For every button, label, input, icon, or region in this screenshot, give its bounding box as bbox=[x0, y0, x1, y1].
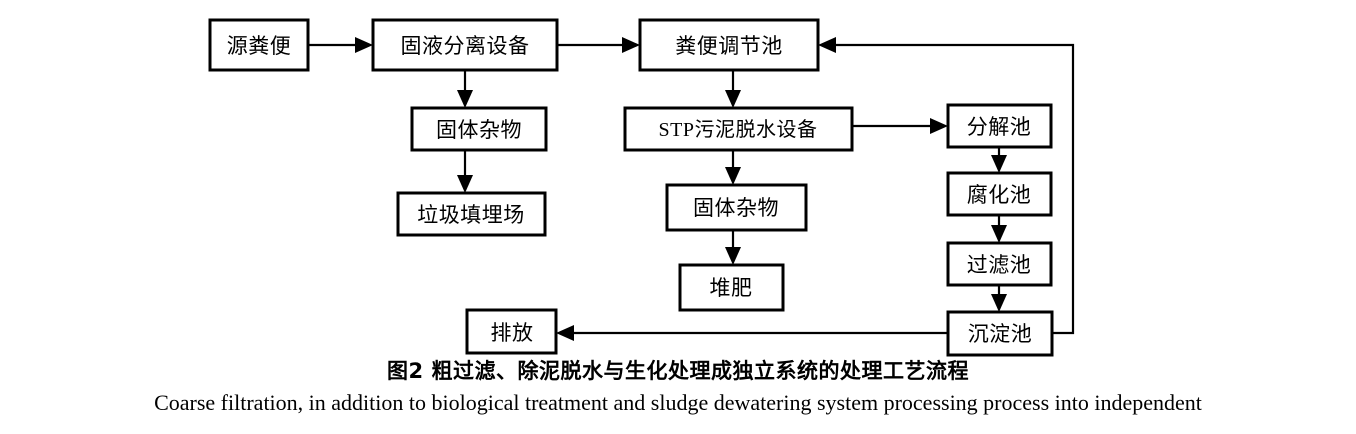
node-stp-sludge-dewatering[interactable]: STP污泥脱水设备 bbox=[623, 106, 854, 152]
node-source-manure-label: 源粪便 bbox=[227, 34, 292, 58]
edge-putrefaction-to-filtration bbox=[991, 215, 1007, 243]
edge-separator-to-solid-waste-left bbox=[457, 70, 473, 108]
node-stp-sludge-dewatering-label: STP污泥脱水设备 bbox=[659, 118, 818, 141]
edge-decomposition-to-putrefaction bbox=[991, 147, 1007, 173]
edge-sedimentation-to-discharge bbox=[556, 325, 948, 341]
node-solid-waste-middle-label: 固体杂物 bbox=[693, 196, 779, 220]
node-discharge[interactable]: 排放 bbox=[465, 308, 558, 355]
node-solid-waste-left[interactable]: 固体杂物 bbox=[410, 106, 548, 152]
figure-caption-chinese: 图2 粗过滤、除泥脱水与生化处理成独立系统的处理工艺流程 bbox=[387, 359, 969, 383]
node-discharge-label: 排放 bbox=[491, 321, 534, 345]
node-compost[interactable]: 堆肥 bbox=[678, 263, 785, 312]
node-landfill[interactable]: 垃圾填埋场 bbox=[396, 191, 547, 237]
node-compost-label: 堆肥 bbox=[710, 276, 753, 300]
edge-source-to-separator bbox=[308, 37, 373, 53]
edge-stp-to-decomposition-tank bbox=[852, 118, 948, 134]
node-filtration-tank[interactable]: 过滤池 bbox=[946, 241, 1053, 287]
process-flow-diagram: 源粪便 固液分离设备 粪便调节池 固体杂物 STP污泥脱水设备 分解池 垃圾填埋… bbox=[208, 18, 1075, 357]
node-filtration-tank-label: 过滤池 bbox=[967, 253, 1032, 277]
node-putrefaction-tank[interactable]: 腐化池 bbox=[946, 171, 1053, 217]
node-manure-regulating-tank-label: 粪便调节池 bbox=[675, 34, 783, 58]
node-solid-liquid-separator-label: 固液分离设备 bbox=[401, 34, 530, 58]
node-manure-regulating-tank[interactable]: 粪便调节池 bbox=[638, 18, 820, 72]
edge-regulating-tank-to-stp bbox=[725, 70, 741, 108]
node-solid-liquid-separator[interactable]: 固液分离设备 bbox=[371, 18, 559, 72]
figure-caption-english: Coarse filtration, in addition to biolog… bbox=[154, 390, 1202, 415]
node-decomposition-tank[interactable]: 分解池 bbox=[946, 103, 1053, 149]
node-sedimentation-tank-label: 沉淀池 bbox=[968, 322, 1033, 346]
edge-sedimentation-recycle-to-regulating-tank bbox=[818, 37, 1075, 335]
node-landfill-label: 垃圾填埋场 bbox=[417, 203, 525, 227]
node-solid-waste-left-label: 固体杂物 bbox=[436, 118, 522, 142]
node-source-manure[interactable]: 源粪便 bbox=[208, 18, 310, 72]
edge-solid-waste-to-landfill bbox=[457, 150, 473, 193]
node-solid-waste-middle[interactable]: 固体杂物 bbox=[665, 183, 808, 232]
node-decomposition-tank-label: 分解池 bbox=[967, 115, 1032, 139]
edge-separator-to-regulating-tank bbox=[557, 37, 640, 53]
node-sedimentation-tank[interactable]: 沉淀池 bbox=[946, 310, 1054, 357]
node-putrefaction-tank-label: 腐化池 bbox=[967, 183, 1032, 207]
edge-filtration-to-sedimentation bbox=[991, 285, 1007, 312]
edge-stp-to-solid-waste-middle bbox=[725, 150, 741, 185]
edge-solid-waste-to-compost bbox=[725, 230, 741, 265]
